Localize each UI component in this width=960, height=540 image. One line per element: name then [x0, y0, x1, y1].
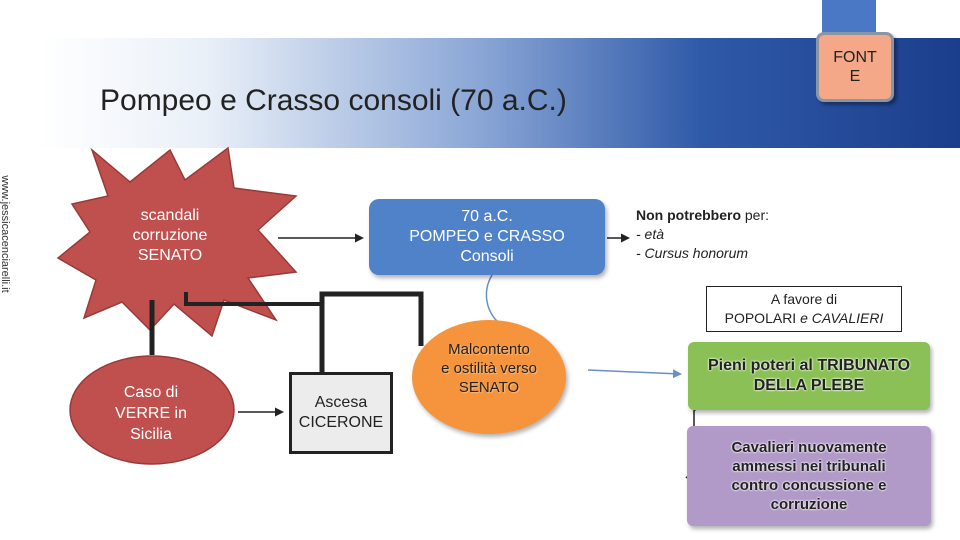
- consoli-line-2: POMPEO e CRASSO: [409, 228, 565, 245]
- font-button-label: FONT E: [833, 49, 877, 85]
- cavalieri-line-1: Cavalieri nuovamente: [731, 439, 887, 456]
- malcontento-line-1: Malcontento: [448, 340, 530, 358]
- cavalieri-box[interactable]: Cavalieri nuovamente ammessi nei tribuna…: [687, 426, 931, 526]
- font-button[interactable]: FONT E: [816, 32, 894, 102]
- cavalieri-line-2: ammessi nei tribunali: [732, 458, 886, 475]
- consoli-line-1: 70 a.C.: [461, 208, 513, 225]
- cicerone-line-1: Ascesa: [314, 394, 368, 411]
- eligibility-note: Non potrebbero per: - età - Cursus honor…: [636, 206, 836, 263]
- popolari-box[interactable]: A favore di POPOLARI e CAVALIERI: [706, 286, 902, 332]
- scandali-label: scandali corruzione SENATO: [132, 207, 208, 264]
- consoli-line-3: Consoli: [460, 248, 514, 265]
- cicerone-box[interactable]: Ascesa CICERONE: [289, 372, 393, 454]
- arrow-malcontento-pieni: [587, 369, 682, 379]
- title-banner: [38, 38, 960, 148]
- verre-line-3: Sicilia: [130, 426, 172, 443]
- connector-cicerone-malcontento: [319, 291, 424, 372]
- scandali-starburst: [56, 146, 298, 338]
- verre-oval: [69, 355, 235, 465]
- popolari-italic: e CAVALIERI: [796, 310, 884, 326]
- malcontento-oval[interactable]: Malcontento e ostilità verso SENATO: [412, 320, 566, 434]
- corner-tab: [822, 0, 876, 36]
- consoli-box[interactable]: 70 a.C. POMPEO e CRASSO Consoli: [369, 199, 605, 275]
- pieni-line-2: DELLA PLEBE: [753, 377, 865, 394]
- connector-consoli-malcontento: [485, 274, 501, 325]
- malcontento-line-3: SENATO: [458, 378, 520, 396]
- connector-scandali-base: [184, 292, 322, 306]
- cicerone-line-2: CICERONE: [298, 414, 384, 431]
- note-lead-rest: per:: [741, 207, 770, 223]
- pieni-line-1: Pieni poteri al TRIBUNATO: [707, 357, 911, 374]
- pieni-poteri-box[interactable]: Pieni poteri al TRIBUNATO DELLA PLEBE: [688, 342, 930, 410]
- note-lead-bold: Non potrebbero: [636, 207, 741, 223]
- cavalieri-line-3: contro concussione e: [731, 477, 887, 494]
- cavalieri-line-4: corruzione: [770, 496, 848, 513]
- note-item-eta: - età: [636, 226, 665, 242]
- popolari-plain: POPOLARI: [724, 310, 797, 326]
- malcontento-line-2: e ostilità verso: [441, 359, 537, 377]
- verre-label: Caso di VERRE in Sicilia: [95, 382, 207, 445]
- slide-title: Pompeo e Crasso consoli (70 a.C.): [100, 84, 567, 117]
- popolari-line-1: A favore di: [770, 291, 838, 307]
- note-item-cursus: - Cursus honorum: [636, 245, 749, 261]
- verre-line-2: VERRE in: [114, 405, 188, 422]
- verre-line-1: Caso di: [123, 384, 179, 401]
